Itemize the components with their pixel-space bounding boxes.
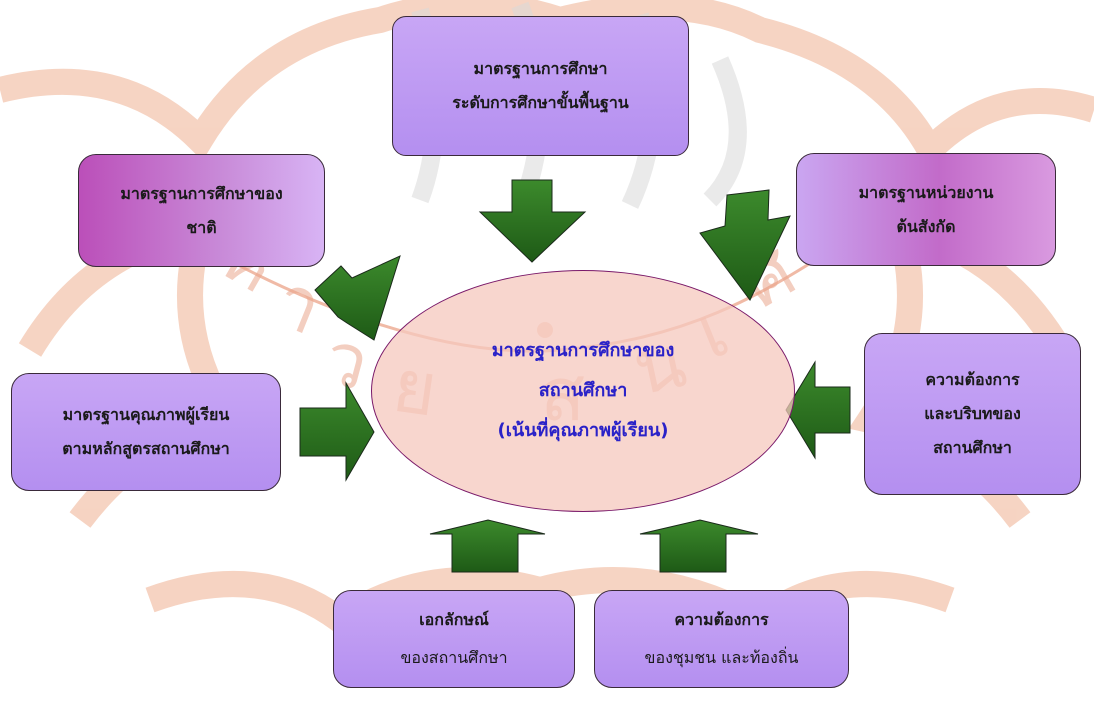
center-line-1: มาตรฐานการศึกษาของ (491, 340, 675, 361)
node-agency-standards: มาตรฐานหน่วยงาน ต้นสังกัด (796, 153, 1056, 266)
node-agency-line-2: ต้นสังกัด (896, 216, 956, 236)
node-community-needs: ความต้องการ ของชุมชน และท้องถิ่น (594, 590, 849, 688)
node-school-needs-context: ความต้องการ และบริบทของ สถานศึกษา (864, 333, 1081, 495)
node-identity-line-1: เอกลักษณ์ (419, 610, 489, 629)
node-learner-line-1: มาตรฐานคุณภาพผู้เรียน (62, 405, 230, 424)
node-needs-line-1: ความต้องการ (925, 370, 1020, 389)
node-basic-line-2: ระดับการศึกษาขั้นพื้นฐาน (452, 93, 629, 112)
svg-text:ว: ว (315, 314, 377, 408)
node-identity-line-2: ของสถานศึกษา (400, 648, 508, 667)
node-community-line-2: ของชุมชน และท้องถิ่น (644, 648, 799, 667)
node-basic-education-standards: มาตรฐานการศึกษา ระดับการศึกษาขั้นพื้นฐาน (392, 16, 689, 156)
node-learner-quality-standards: มาตรฐานคุณภาพผู้เรียน ตามหลักสูตรสถานศึก… (11, 373, 281, 491)
node-community-line-1: ความต้องการ (674, 610, 769, 629)
node-national-line-2: ชาติ (186, 217, 217, 237)
node-national-line-1: มาตรฐานการศึกษาของ (120, 183, 283, 203)
node-agency-line-1: มาตรฐานหน่วยงาน (858, 182, 994, 202)
node-basic-line-1: มาตรฐานการศึกษา (473, 59, 608, 78)
center-line-3: (เน้นที่คุณภาพผู้เรียน) (497, 420, 669, 441)
center-line-2: สถานศึกษา (538, 380, 628, 401)
node-learner-line-2: ตามหลักสูตรสถานศึกษา (62, 439, 230, 458)
node-school-identity: เอกลักษณ์ ของสถานศึกษา (333, 590, 575, 688)
node-needs-line-3: สถานศึกษา (933, 438, 1012, 457)
node-national-standards: มาตรฐานการศึกษาของ ชาติ (78, 154, 325, 267)
center-school-standards: มาตรฐานการศึกษาของ สถานศึกษา (เน้นที่คุณ… (371, 270, 795, 512)
node-needs-line-2: และบริบทของ (924, 404, 1021, 423)
